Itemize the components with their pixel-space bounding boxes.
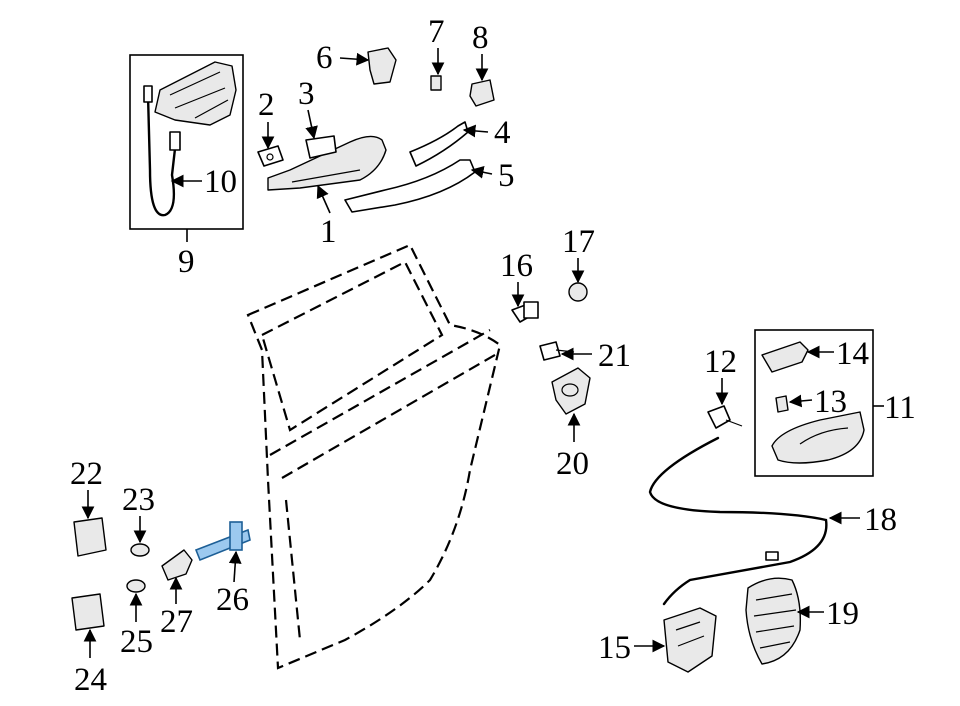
callout-14: 14 (836, 336, 869, 372)
callout-labels: 1 2 3 4 5 6 7 8 9 10 11 12 13 14 15 16 1… (70, 14, 916, 698)
part-16-bolt (511, 301, 539, 323)
part-15-lock (663, 607, 717, 673)
part-12-bolt (707, 405, 743, 429)
part-7-pin (430, 75, 442, 91)
callout-27: 27 (160, 604, 193, 640)
part-3-cap (305, 135, 337, 159)
callout-8: 8 (472, 20, 489, 56)
callout-9: 9 (178, 244, 195, 280)
door-outline (246, 243, 502, 670)
callout-24: 24 (74, 662, 107, 698)
callout-4: 4 (494, 115, 511, 151)
callout-12: 12 (704, 344, 737, 380)
callout-16: 16 (500, 248, 533, 284)
part-1-outer-handle (267, 135, 387, 191)
callout-11: 11 (884, 390, 916, 426)
callout-1: 1 (320, 214, 337, 250)
callout-19: 19 (826, 596, 859, 632)
leader-lines (81, 48, 884, 658)
part-2-gasket (257, 145, 284, 167)
callout-20: 20 (556, 446, 589, 482)
part-27-cover (161, 549, 193, 581)
part-6-clip (367, 47, 397, 85)
callout-6: 6 (316, 40, 333, 76)
part-8-cap (469, 79, 495, 107)
callout-18: 18 (864, 502, 897, 538)
callout-23: 23 (122, 482, 155, 518)
callout-26: 26 (216, 582, 249, 618)
callout-7: 7 (428, 14, 445, 50)
part-25-bushing (126, 579, 146, 593)
callout-25: 25 (120, 624, 153, 660)
callout-15: 15 (598, 630, 631, 666)
part-18-cable (648, 436, 828, 606)
part-17-nut (568, 282, 588, 302)
callout-17: 17 (562, 224, 595, 260)
part-23-bushing (130, 543, 150, 557)
callout-3: 3 (298, 76, 315, 112)
callout-5: 5 (498, 158, 515, 194)
part-21-screw (539, 341, 575, 361)
callout-10: 10 (204, 164, 237, 200)
part-9-group (129, 54, 244, 230)
callout-22: 22 (70, 456, 103, 492)
part-20-striker (551, 367, 591, 415)
callout-13: 13 (814, 384, 847, 420)
part-22-bracket (73, 517, 107, 557)
callout-21: 21 (598, 338, 631, 374)
part-26-door-check (194, 521, 251, 562)
part-19-cover (745, 577, 802, 665)
part-4-seal (409, 121, 469, 167)
callout-2: 2 (258, 87, 275, 123)
part-24-bracket (71, 593, 105, 631)
part-11-group (754, 329, 874, 477)
